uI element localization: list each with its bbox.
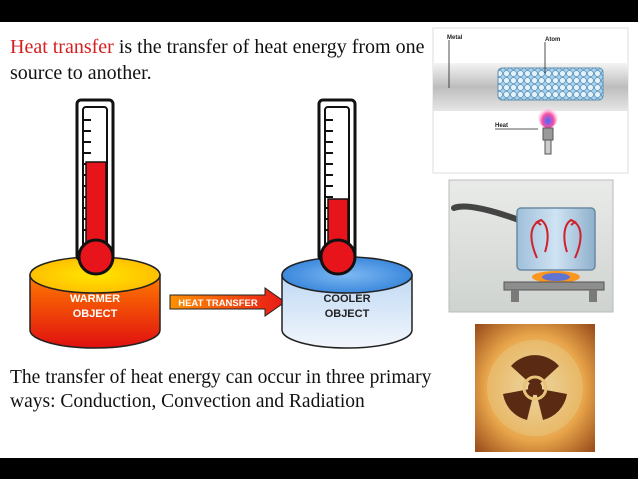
cool-thermometer [317,98,357,276]
heat-transfer-arrow-label: HEAT TRANSFER [178,298,258,309]
bottom-black-bar [0,458,638,479]
cooler-object: COOLER OBJECT [281,256,413,349]
heat-transfer-arrow: HEAT TRANSFER [169,287,286,317]
atom-label: Atom [545,37,560,43]
radiation-image [475,324,595,452]
heat-transfer-highlight: Heat transfer [10,36,114,58]
cooler-label-2: OBJECT [325,308,370,320]
intro-rest: is the transfer of heat energy from one … [10,36,425,84]
heat-transfer-diagram: WARMER OBJECT HEAT TRANSFER COOLER OBJEC… [29,98,413,349]
heat-label: Heat [495,123,508,129]
warm-thermometer [75,98,115,276]
cooler-label-1: COOLER [323,293,370,305]
intro-text: Heat transfer is the transfer of heat en… [10,34,430,86]
top-black-bar [0,0,638,22]
outro-text: The transfer of heat energy can occur in… [10,367,432,412]
metal-label: Metal [447,35,463,41]
warmer-label-1: WARMER [70,293,120,305]
convection-image [448,179,614,313]
conduction-image: Metal Atom Heat [432,27,629,174]
warmer-label-2: OBJECT [73,308,118,320]
